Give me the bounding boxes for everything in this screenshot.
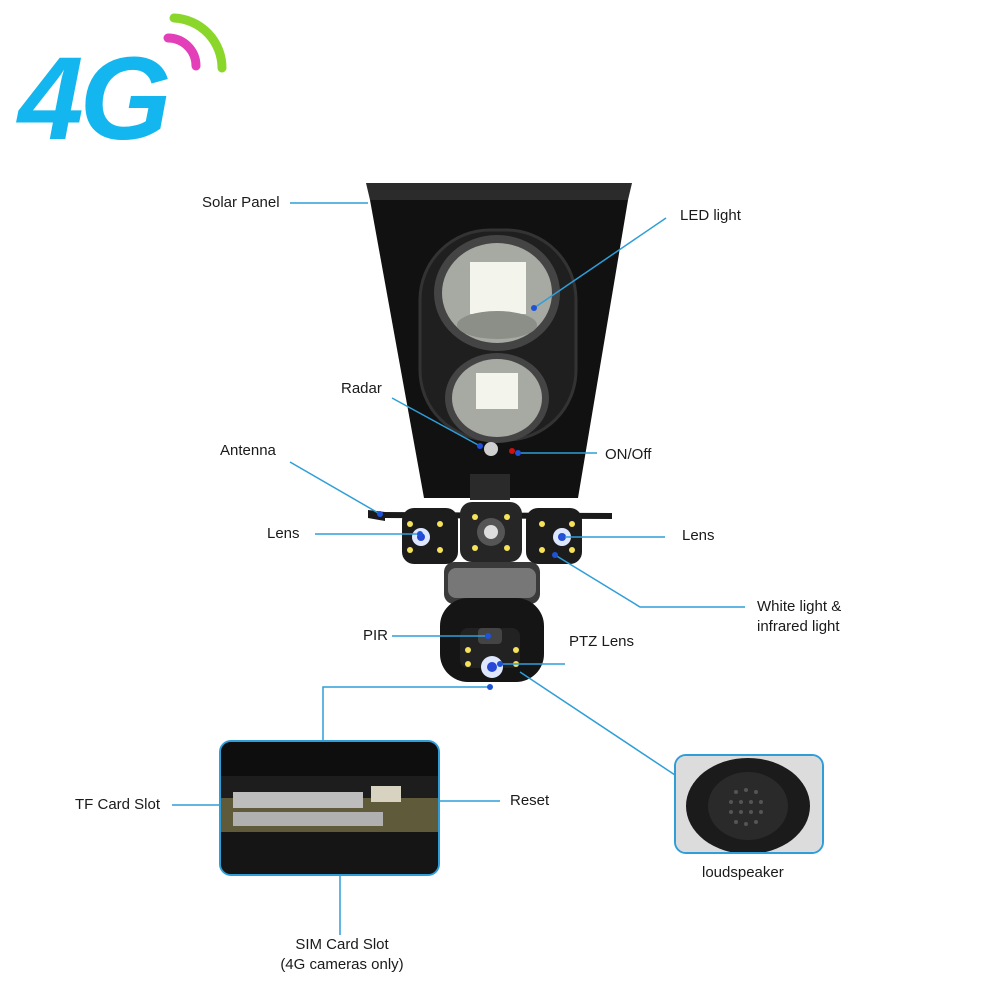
side-camera-left	[402, 508, 458, 564]
label-on-off: ON/Off	[605, 446, 652, 463]
label-led-light: LED light	[680, 207, 741, 224]
label-radar: Radar	[341, 380, 382, 397]
label-loudspeaker: loudspeaker	[702, 864, 784, 881]
ptz-camera	[440, 562, 544, 682]
label-lens-left: Lens	[267, 525, 300, 542]
label-reset: Reset	[510, 792, 550, 809]
loudspeaker-photo	[676, 756, 822, 852]
signal-icon	[163, 13, 227, 73]
center-camera	[460, 502, 522, 562]
label-pir: PIR	[363, 627, 389, 644]
label-white-light-line1: White light &	[757, 598, 842, 615]
card-slot-inset	[219, 740, 440, 876]
label-ptz-lens: PTZ Lens	[569, 633, 635, 650]
label-solar-panel: Solar Panel	[202, 194, 280, 211]
loudspeaker-inset	[674, 754, 824, 854]
label-white-light-line2: infrared light	[757, 618, 840, 635]
label-sim-card-slot-line1: SIM Card Slot	[295, 936, 389, 953]
label-lens-right: Lens	[682, 527, 715, 544]
4g-badge: 4G	[18, 33, 171, 165]
lamp-body	[366, 183, 632, 500]
label-sim-card-slot-line2: (4G cameras only)	[280, 956, 404, 973]
label-antenna: Antenna	[220, 442, 276, 459]
label-tf-card-slot: TF Card Slot	[75, 796, 161, 813]
card-slot-photo	[221, 742, 438, 874]
